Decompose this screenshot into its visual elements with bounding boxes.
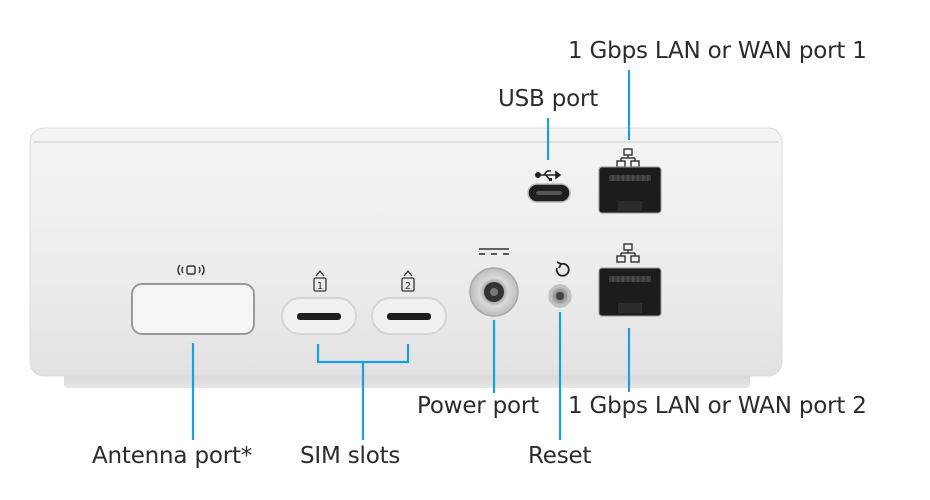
device-body: [29, 127, 783, 377]
usb-port[interactable]: [527, 183, 571, 203]
callout-lines: [191, 70, 631, 440]
usb-icon: [535, 170, 562, 181]
usb-port-label: USB port: [498, 86, 599, 112]
antenna-port[interactable]: [131, 283, 255, 335]
reset-button[interactable]: [548, 284, 572, 308]
sim-1-icon: 1: [313, 269, 327, 292]
power-port[interactable]: [469, 267, 519, 317]
antenna-icon: [177, 264, 205, 276]
lan-port-1[interactable]: [598, 166, 662, 214]
network-icon: [616, 243, 640, 263]
sim-2-icon: 2: [401, 269, 415, 292]
sim-slot-1[interactable]: [281, 297, 357, 335]
power-port-label: Power port: [417, 393, 539, 419]
sim-2-number: 2: [405, 281, 411, 292]
sim-slot-2[interactable]: [371, 297, 447, 335]
sim-1-number: 1: [317, 281, 323, 292]
dc-power-icon: [479, 248, 509, 255]
lan-port-2-label: 1 Gbps LAN or WAN port 2: [568, 393, 867, 419]
reset-icon: [555, 261, 570, 277]
lan-port-2[interactable]: [598, 267, 662, 317]
lan-port-1-label: 1 Gbps LAN or WAN port 1: [568, 38, 867, 64]
sim-slots-label: SIM slots: [300, 443, 401, 469]
antenna-port-label: Antenna port*: [92, 443, 253, 469]
reset-label: Reset: [528, 443, 592, 469]
